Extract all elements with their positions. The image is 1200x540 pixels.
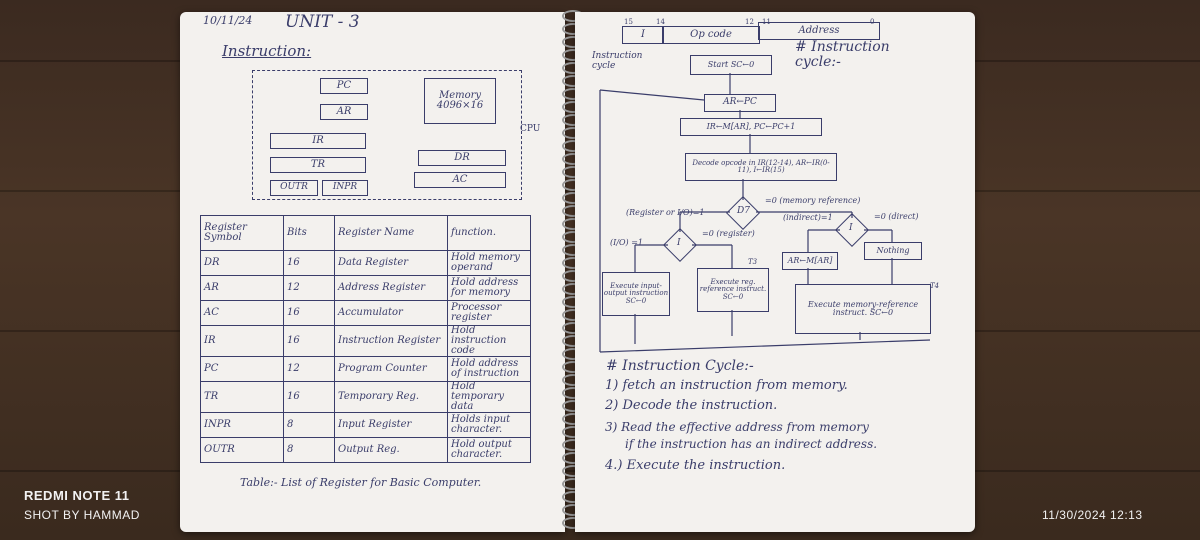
flow-d7-label: D7 <box>737 206 750 216</box>
flow-t1: IR←M[AR], PC←PC+1 <box>680 118 822 136</box>
table-header-cell: Register Name <box>334 215 448 251</box>
flow-execute-io: Execute input-output instruction SC←0 <box>602 272 670 316</box>
flow-execute-reg: Execute reg. reference instruct. SC←0 <box>697 268 769 312</box>
step-item: 3) Read the effective address from memor… <box>605 420 869 434</box>
memory-size: 4096×16 <box>436 100 484 111</box>
format-opcode: Op code <box>662 26 760 44</box>
flow-d7-right-label: =0 (memory reference) <box>765 196 861 205</box>
table-cell: Hold temporary data <box>447 381 531 413</box>
step-item: 2) Decode the instruction. <box>605 398 778 413</box>
cpu-label: CPU <box>520 124 541 134</box>
table-cell: 8 <box>283 437 335 463</box>
table-row: PC 12 Program Counter Hold address of in… <box>200 356 531 382</box>
timestamp-watermark: 11/30/2024 12:13 <box>1042 508 1143 522</box>
register-pc: PC <box>320 78 368 94</box>
table-cell: Output Reg. <box>334 437 448 463</box>
table-header-row: Register Symbol Bits Register Name funct… <box>200 215 531 251</box>
flow-i-label: I <box>849 223 853 233</box>
register-ar: AR <box>320 104 368 120</box>
flow-indirect-label: (indirect)=1 <box>783 213 833 222</box>
step-item: 4.) Execute the instruction. <box>605 458 786 473</box>
photographer-watermark: SHOT BY HAMMAD <box>24 508 140 522</box>
instruction-cycle-label: Instruction cycle <box>592 51 643 71</box>
table-row: INPR 8 Input Register Holds input charac… <box>200 412 531 438</box>
step-item: 1) fetch an instruction from memory. <box>605 378 848 393</box>
register-ac: AC <box>414 172 506 188</box>
bit-label: 14 <box>656 18 665 26</box>
table-cell: Hold output character. <box>447 437 531 463</box>
table-header-cell: function. <box>447 215 531 251</box>
steps-heading: # Instruction Cycle:- <box>606 358 754 374</box>
memory-label: Memory <box>438 89 482 101</box>
flow-t2: Decode opcode in IR(12-14), AR←IR(0-11),… <box>685 153 837 181</box>
format-address: Address <box>758 22 880 40</box>
flow-io-label: (I/O) =1 <box>610 238 643 247</box>
bit-label: 12 <box>745 18 754 26</box>
flow-t4-label: T4 <box>930 282 940 290</box>
page-date: 10/11/24 <box>203 14 253 27</box>
flow-reg-label: =0 (register) <box>702 229 755 238</box>
table-row: OUTR 8 Output Reg. Hold output character… <box>200 437 531 463</box>
instruction-heading: Instruction: <box>222 42 312 60</box>
register-inpr: INPR <box>322 180 368 196</box>
flow-direct-label: =0 (direct) <box>874 212 919 221</box>
memory-unit: Memory 4096×16 <box>424 78 496 124</box>
table-cell: Temporary Reg. <box>334 381 448 413</box>
device-watermark: REDMI NOTE 11 <box>24 488 130 503</box>
table-header-cell: Register Symbol <box>200 215 284 251</box>
step-item: if the instruction has an indirect addre… <box>625 437 878 451</box>
register-outr: OUTR <box>270 180 318 196</box>
table-row: TR 16 Temporary Reg. Hold temporary data <box>200 381 531 413</box>
bit-label: 15 <box>624 18 633 26</box>
table-cell: Holds input character. <box>447 412 531 438</box>
flow-t3-label: T3 <box>748 258 758 266</box>
table-cell: Hold instruction code <box>447 325 531 357</box>
flow-ar-mem: AR←M[AR] <box>782 252 838 270</box>
flow-i-label: I <box>677 238 681 248</box>
register-dr: DR <box>418 150 506 166</box>
table-cell: 16 <box>283 325 335 357</box>
cpu-boundary <box>252 70 522 200</box>
flow-start: Start SC←0 <box>690 55 772 75</box>
table-cell: TR <box>200 381 284 413</box>
flow-d7-left-label: (Register or I/O)=1 <box>626 208 705 217</box>
unit-title: UNIT - 3 <box>285 12 360 32</box>
table-cell: DR <box>200 250 284 276</box>
register-table: Register Symbol Bits Register Name funct… <box>200 215 531 463</box>
flow-execute-mem: Execute memory-reference instruct. SC←0 <box>795 284 931 334</box>
table-cell: Hold address of instruction <box>447 356 531 382</box>
instruction-cycle-heading: # Instruction cycle:- <box>795 39 890 70</box>
flow-nothing: Nothing <box>864 242 922 260</box>
table-cell: 12 <box>283 275 335 301</box>
format-indirect-bit: I <box>622 26 664 44</box>
table-cell: OUTR <box>200 437 284 463</box>
table-caption: Table:- List of Register for Basic Compu… <box>240 476 482 489</box>
register-ir: IR <box>270 133 366 149</box>
register-tr: TR <box>270 157 366 173</box>
